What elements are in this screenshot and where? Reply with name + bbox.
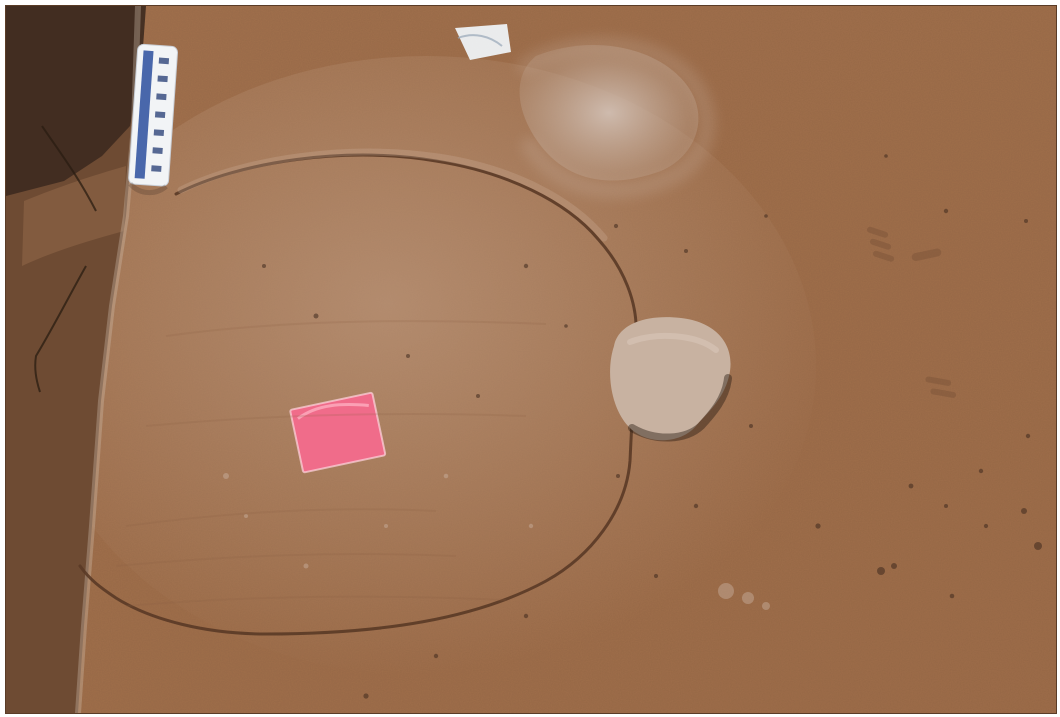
excavation-profile-highlight [22,166,126,266]
pale-soil-patch [519,45,699,181]
scale-bar-stripe [134,50,154,179]
footprint-marks [866,226,957,398]
scale-bar-foot-shadow [128,182,168,196]
circular-feature-outline-highlight [177,148,608,242]
drag-marks [115,320,547,607]
scale-bar [128,43,178,196]
circular-feature-outline [78,153,638,636]
scale-bar-ticks [151,57,170,172]
excavation-photo [6,6,1056,713]
soil-clod [610,317,732,442]
white-paper-fragment [455,24,511,60]
pale-specks [223,473,770,610]
root-line [34,265,87,393]
pebbles [262,154,1042,699]
inner-light-wash [36,56,816,676]
pink-sample-tag [289,391,387,474]
pale-soil-patch-fringe [517,36,716,199]
excavation-profile-shadow [6,6,146,196]
root-line [41,125,97,212]
photo-scene [6,6,1056,713]
